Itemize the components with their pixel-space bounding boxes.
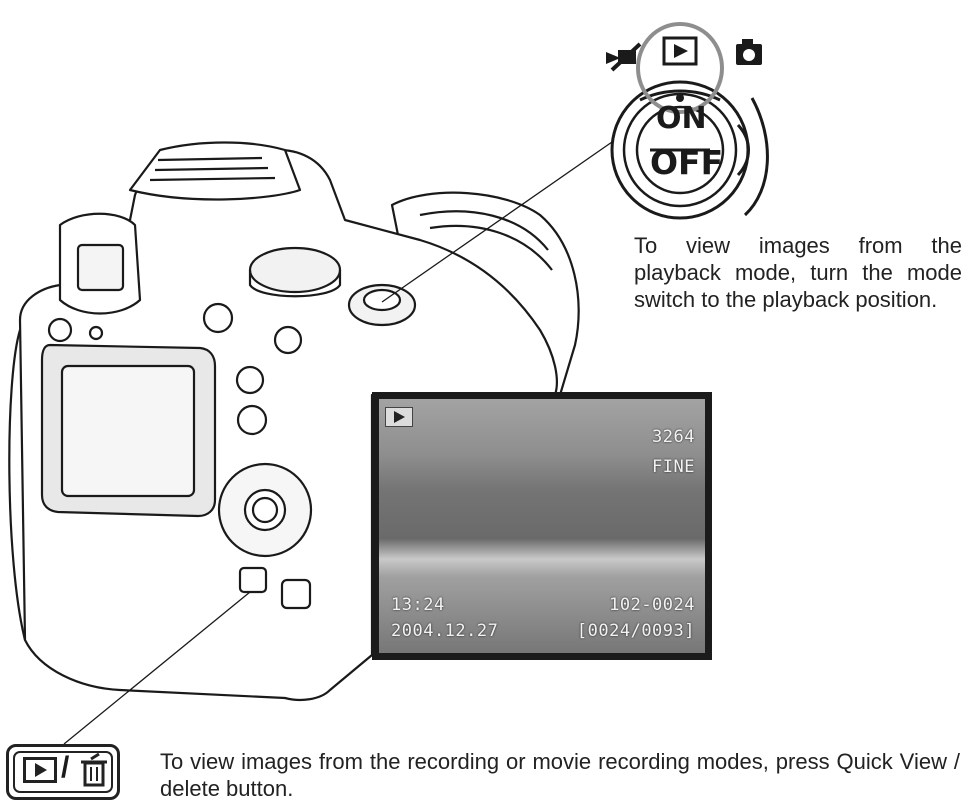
quickview-leader — [63, 591, 251, 745]
lcd-date: 2004.12.27 — [391, 621, 499, 641]
lcd-frame-counter: [0024/0093] — [576, 621, 695, 641]
camera-icon — [736, 39, 762, 65]
lcd-image: 3264 FINE 13:24 2004.12.27 102-0024 [002… — [379, 399, 705, 653]
mode-switch-detail — [610, 80, 769, 220]
lcd-playback-screen: 3264 FINE 13:24 2004.12.27 102-0024 [002… — [372, 392, 712, 660]
lcd-time: 13:24 — [391, 595, 445, 615]
playback-instruction: To view images from the playback mode, t… — [634, 233, 962, 312]
trash-icon — [81, 753, 107, 787]
playback-icon — [23, 757, 57, 783]
lcd-playback-icon — [385, 407, 413, 427]
lcd-frame-size: 3264 — [652, 427, 695, 447]
lcd-file-number: 102-0024 — [609, 595, 695, 615]
playback-highlight — [636, 22, 724, 114]
quickview-instruction: To view images from the recording or mov… — [160, 749, 960, 801]
off-label: OFF — [650, 143, 724, 182]
playback-icon — [662, 36, 698, 66]
camera-body — [8, 141, 580, 701]
quickview-delete-button-icon: / — [6, 744, 120, 800]
on-label: ON — [656, 101, 707, 136]
lcd-quality: FINE — [652, 457, 695, 477]
movie-camera-icon — [606, 42, 642, 72]
mode-switch-leader — [381, 141, 613, 303]
